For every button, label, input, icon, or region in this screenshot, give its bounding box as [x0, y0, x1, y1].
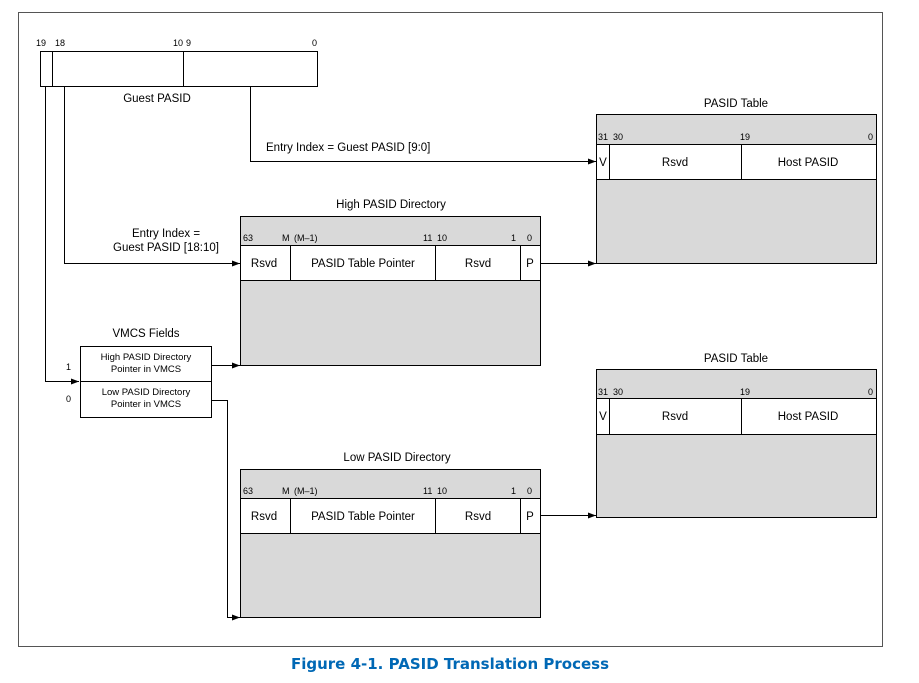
- field-pasid-table-pointer: PASID Table Pointer: [311, 511, 415, 523]
- field-rsvd: Rsvd: [251, 511, 277, 523]
- bit-30-label: 30: [613, 387, 623, 397]
- field-rsvd: Rsvd: [251, 258, 277, 270]
- bit-1-label: 1: [511, 486, 516, 496]
- low-pasid-directory: Low PASID Directory 63 M (M–1) 11 10 1 0…: [240, 452, 541, 618]
- field-rsvd: Rsvd: [465, 258, 491, 270]
- field-host-pasid: Host PASID: [778, 411, 839, 423]
- field-v: V: [599, 157, 607, 169]
- bit-m-label: M: [282, 233, 290, 243]
- vmcs-title: VMCS Fields: [112, 328, 179, 340]
- arrow-bit19-select: [45, 87, 79, 385]
- bit-11-label: 11: [423, 486, 432, 496]
- select-1-label: 1: [66, 362, 71, 372]
- bit-10-label: 10: [437, 233, 447, 243]
- arrow-low-vmcs-to-dir: [212, 400, 240, 621]
- high-dir-body: [240, 216, 541, 366]
- bit-m1-label: (M–1): [294, 486, 318, 496]
- select-0-label: 0: [66, 394, 71, 404]
- bit-m1-label: (M–1): [294, 233, 318, 243]
- bit-1-label: 1: [511, 233, 516, 243]
- bit-19-label: 19: [740, 132, 750, 142]
- figure-frame: [18, 12, 883, 647]
- bit-0-label: 0: [527, 486, 532, 496]
- guest-pasid-box: [40, 51, 318, 87]
- vmcs-low-pointer-box: [80, 381, 212, 418]
- field-pasid-table-pointer: PASID Table Pointer: [311, 258, 415, 270]
- figure-caption: Figure 4-1. PASID Translation Process: [291, 655, 609, 673]
- bit-19-label: 19: [36, 38, 46, 48]
- bit-9-label: 9: [186, 38, 191, 48]
- bit-0-label: 0: [527, 233, 532, 243]
- entry-index-dir-line1: Entry Index =: [132, 228, 200, 240]
- arrow-to-pasid-table: [250, 87, 596, 165]
- vmcs-high-line1: High PASID Directory: [101, 352, 192, 363]
- bit-63-label: 63: [243, 233, 253, 243]
- bit-30-label: 30: [613, 132, 623, 142]
- bit-m-label: M: [282, 486, 290, 496]
- bit-63-label: 63: [243, 486, 253, 496]
- high-dir-title: High PASID Directory: [336, 199, 446, 211]
- field-rsvd: Rsvd: [465, 511, 491, 523]
- high-pasid-directory: High PASID Directory 63 M (M–1) 11 10 1 …: [240, 199, 541, 366]
- pasid-table-title: PASID Table: [704, 98, 768, 110]
- pasid-table-body: [596, 114, 877, 264]
- arrow-to-high-dir-rsvd: [64, 87, 240, 267]
- field-rsvd: Rsvd: [662, 157, 688, 169]
- vmcs-fields: VMCS Fields High PASID Directory Pointer…: [66, 328, 212, 418]
- vmcs-high-line2: Pointer in VMCS: [111, 364, 181, 375]
- pasid-table-entry: [596, 144, 877, 180]
- bit-11-label: 11: [423, 233, 432, 243]
- vmcs-low-line2: Pointer in VMCS: [111, 399, 181, 410]
- bit-0-label: 0: [312, 38, 317, 48]
- bit-10-label: 10: [437, 486, 447, 496]
- pasid-table-title: PASID Table: [704, 353, 768, 365]
- field-host-pasid: Host PASID: [778, 157, 839, 169]
- connectors: [45, 87, 596, 621]
- field-p: P: [526, 511, 534, 523]
- low-dir-title: Low PASID Directory: [343, 452, 450, 464]
- pasid-table-entry: [596, 398, 877, 435]
- entry-index-dir-line2: Guest PASID [18:10]: [113, 242, 219, 254]
- low-dir-body: [240, 469, 541, 618]
- bit-10-label: 10: [173, 38, 183, 48]
- guest-pasid-label: Guest PASID: [123, 93, 191, 105]
- entry-index-table-label: Entry Index = Guest PASID [9:0]: [266, 142, 430, 154]
- field-p: P: [526, 258, 534, 270]
- pasid-table-bottom: PASID Table 31 30 19 0 V Rsvd Host PASID: [596, 353, 877, 518]
- field-rsvd: Rsvd: [662, 411, 688, 423]
- bit-31-label: 31: [598, 132, 608, 142]
- bit-0-label: 0: [868, 132, 873, 142]
- pasid-table-top: PASID Table 31 30 19 0 V Rsvd Host PASID: [596, 98, 877, 264]
- pasid-table-body: [596, 369, 877, 518]
- bit-31-label: 31: [598, 387, 608, 397]
- vmcs-low-line1: Low PASID Directory: [102, 387, 191, 398]
- field-v: V: [599, 411, 607, 423]
- bit-18-label: 18: [55, 38, 65, 48]
- bit-19-label: 19: [740, 387, 750, 397]
- bit-0-label: 0: [868, 387, 873, 397]
- guest-pasid-register: 19 18 10 9 0 Guest PASID: [36, 38, 318, 105]
